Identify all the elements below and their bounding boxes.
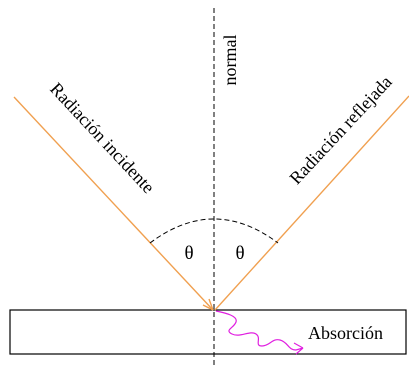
surface-slab — [9, 309, 407, 355]
normal-label: normal — [220, 35, 240, 86]
absorption-wave — [215, 310, 304, 351]
incident-ray — [13, 96, 214, 311]
absorption-arrowhead — [293, 342, 304, 355]
angle-arc — [149, 218, 279, 244]
theta-right-label: θ — [235, 243, 244, 264]
incident-ray-arrowhead — [202, 298, 214, 311]
theta-left-label: θ — [184, 243, 193, 264]
reflected-ray — [214, 95, 409, 311]
incident-radiation-label: Radiación incidente — [46, 79, 158, 198]
absorption-label: Absorción — [308, 323, 383, 343]
